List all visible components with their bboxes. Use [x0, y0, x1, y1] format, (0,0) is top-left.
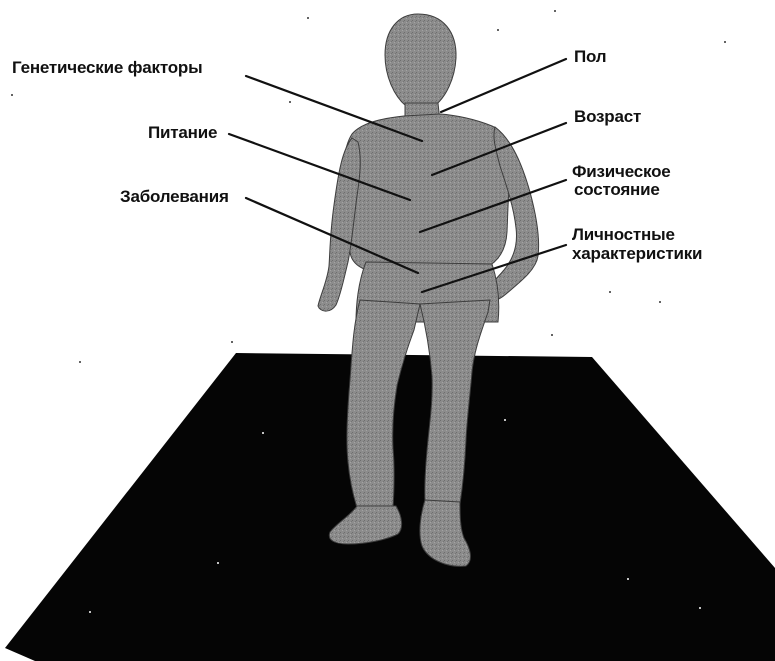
- label-physical-state-line1: Физическое: [572, 162, 671, 181]
- label-personality-line2: характеристики: [572, 244, 702, 263]
- label-sex: Пол: [574, 47, 606, 66]
- label-nutrition: Питание: [148, 123, 217, 142]
- label-diseases: Заболевания: [120, 187, 229, 206]
- label-physical-state-line2: состояние: [574, 180, 660, 199]
- label-age: Возраст: [574, 107, 641, 126]
- label-personality-line1: Личностные: [572, 225, 675, 244]
- label-genetic-factors: Генетические факторы: [12, 58, 202, 77]
- leader-sex: [441, 59, 566, 112]
